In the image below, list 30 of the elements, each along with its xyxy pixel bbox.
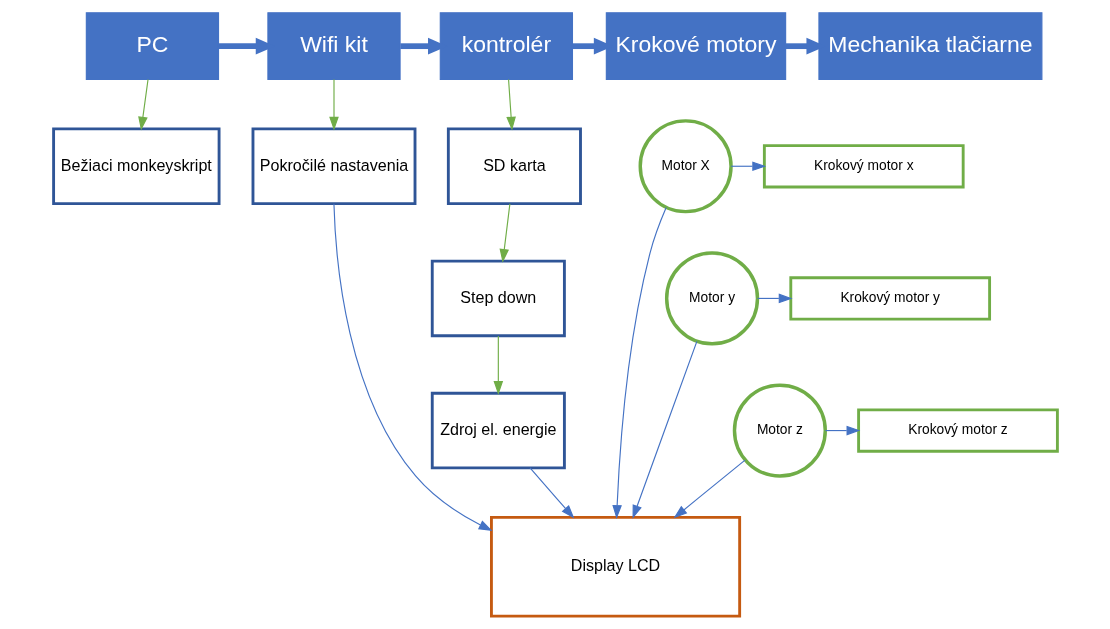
node-box: Krokový motor x	[762, 144, 965, 189]
arrow	[756, 293, 793, 304]
node-box: kontrolér	[439, 12, 573, 81]
arrow	[493, 335, 503, 395]
node-box: PC	[85, 12, 219, 81]
node-box: Mechanika tlačiarne	[817, 12, 1042, 81]
arrow	[632, 340, 697, 519]
arrow	[505, 78, 516, 131]
node-box: Wifi kit	[266, 12, 401, 81]
arrow	[137, 78, 149, 131]
arrow	[328, 78, 339, 131]
arrow	[332, 203, 492, 531]
node-circle: Motor X	[638, 119, 733, 214]
node-box: Zdroj el. energie	[430, 391, 566, 470]
arrow	[673, 459, 746, 519]
node-box: Display LCD	[489, 515, 741, 618]
arrow	[824, 425, 860, 436]
node-box: Bežiaci monkeyskript	[51, 127, 220, 206]
arrow	[611, 206, 667, 519]
arrow	[730, 161, 766, 172]
node-box: Krokový motor y	[788, 276, 991, 321]
node-box: Krokové motory	[605, 12, 786, 81]
node-circle: Motor z	[732, 383, 827, 478]
node-box: Krokový motor z	[856, 408, 1059, 453]
arrow	[528, 467, 574, 519]
node-box: Pokročilé nastavenia	[251, 127, 416, 206]
arrow	[499, 203, 510, 263]
node-box: SD karta	[446, 127, 582, 206]
node-circle: Motor y	[664, 251, 759, 346]
node-box: Step down	[430, 259, 566, 338]
